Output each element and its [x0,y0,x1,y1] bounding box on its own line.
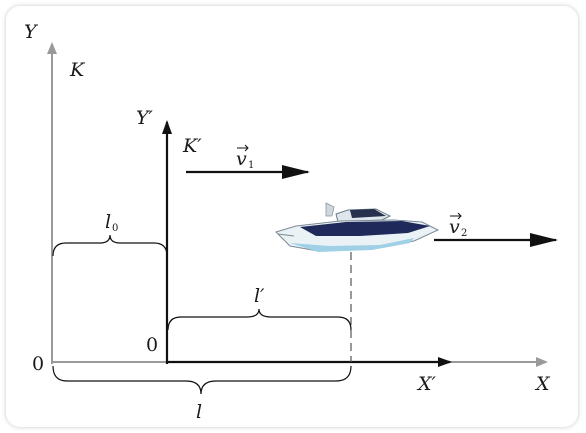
k-y-axis-label: Y [24,21,39,43]
velocity-2-label: v 2 [449,212,467,239]
brace-l [52,365,352,395]
k-prime-y-axis-label: Y′ [136,107,154,129]
k-x-axis-label: X [534,373,551,395]
boat-icon [275,202,440,252]
k-prime-frame-label: K′ [182,135,202,157]
svg-text:0: 0 [112,223,118,234]
svg-text:v: v [236,148,247,170]
svg-text:1: 1 [248,160,254,171]
velocity-1-label: v 1 [236,144,254,171]
length-l-label: l [196,401,202,423]
svg-text:v: v [449,216,460,238]
svg-text:l: l [105,211,111,233]
k-frame-label: K [69,59,86,81]
brace-l-prime [167,308,352,331]
brace-l0 [52,234,168,257]
k-origin-label: 0 [32,353,44,375]
length-l0-label: l 0 [105,211,118,234]
k-prime-origin-label: 0 [146,334,158,356]
k-prime-x-axis-label: X′ [416,373,437,395]
diagram-card [6,6,578,427]
length-l-prime-label: l′ [254,285,265,307]
svg-text:2: 2 [461,228,467,239]
